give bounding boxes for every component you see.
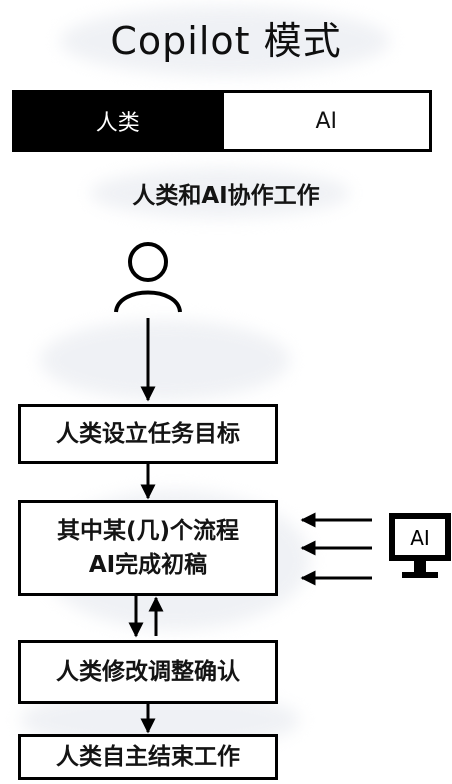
subtitle: 人类和AI协作工作 bbox=[132, 183, 320, 209]
background-cloud bbox=[40, 320, 290, 400]
step-label: AI完成初稿 bbox=[88, 552, 208, 578]
step-label: 其中某(几)个流程 bbox=[56, 517, 240, 544]
step-human-finish: 人类自主结束工作 bbox=[18, 734, 278, 780]
step-label: 人类设立任务目标 bbox=[56, 420, 240, 447]
mode-toggle: 人类 AI bbox=[12, 90, 432, 152]
background-cloud bbox=[90, 168, 350, 218]
person-icon bbox=[114, 242, 182, 313]
step-set-goal: 人类设立任务目标 bbox=[18, 404, 278, 464]
step-ai-draft: 其中某(几)个流程 AI完成初稿 bbox=[18, 500, 278, 596]
step-label: 人类修改调整确认 bbox=[56, 658, 240, 685]
mode-option-ai[interactable]: AI bbox=[220, 93, 429, 149]
step-human-review: 人类修改调整确认 bbox=[18, 640, 278, 704]
page-title: Copilot 模式 bbox=[110, 19, 342, 63]
step-label: 人类自主结束工作 bbox=[56, 743, 240, 770]
monitor-ai-label: AI bbox=[410, 526, 430, 550]
mode-option-human[interactable]: 人类 bbox=[15, 93, 221, 149]
background-cloud bbox=[60, 6, 390, 76]
monitor-icon: AI bbox=[389, 513, 451, 578]
